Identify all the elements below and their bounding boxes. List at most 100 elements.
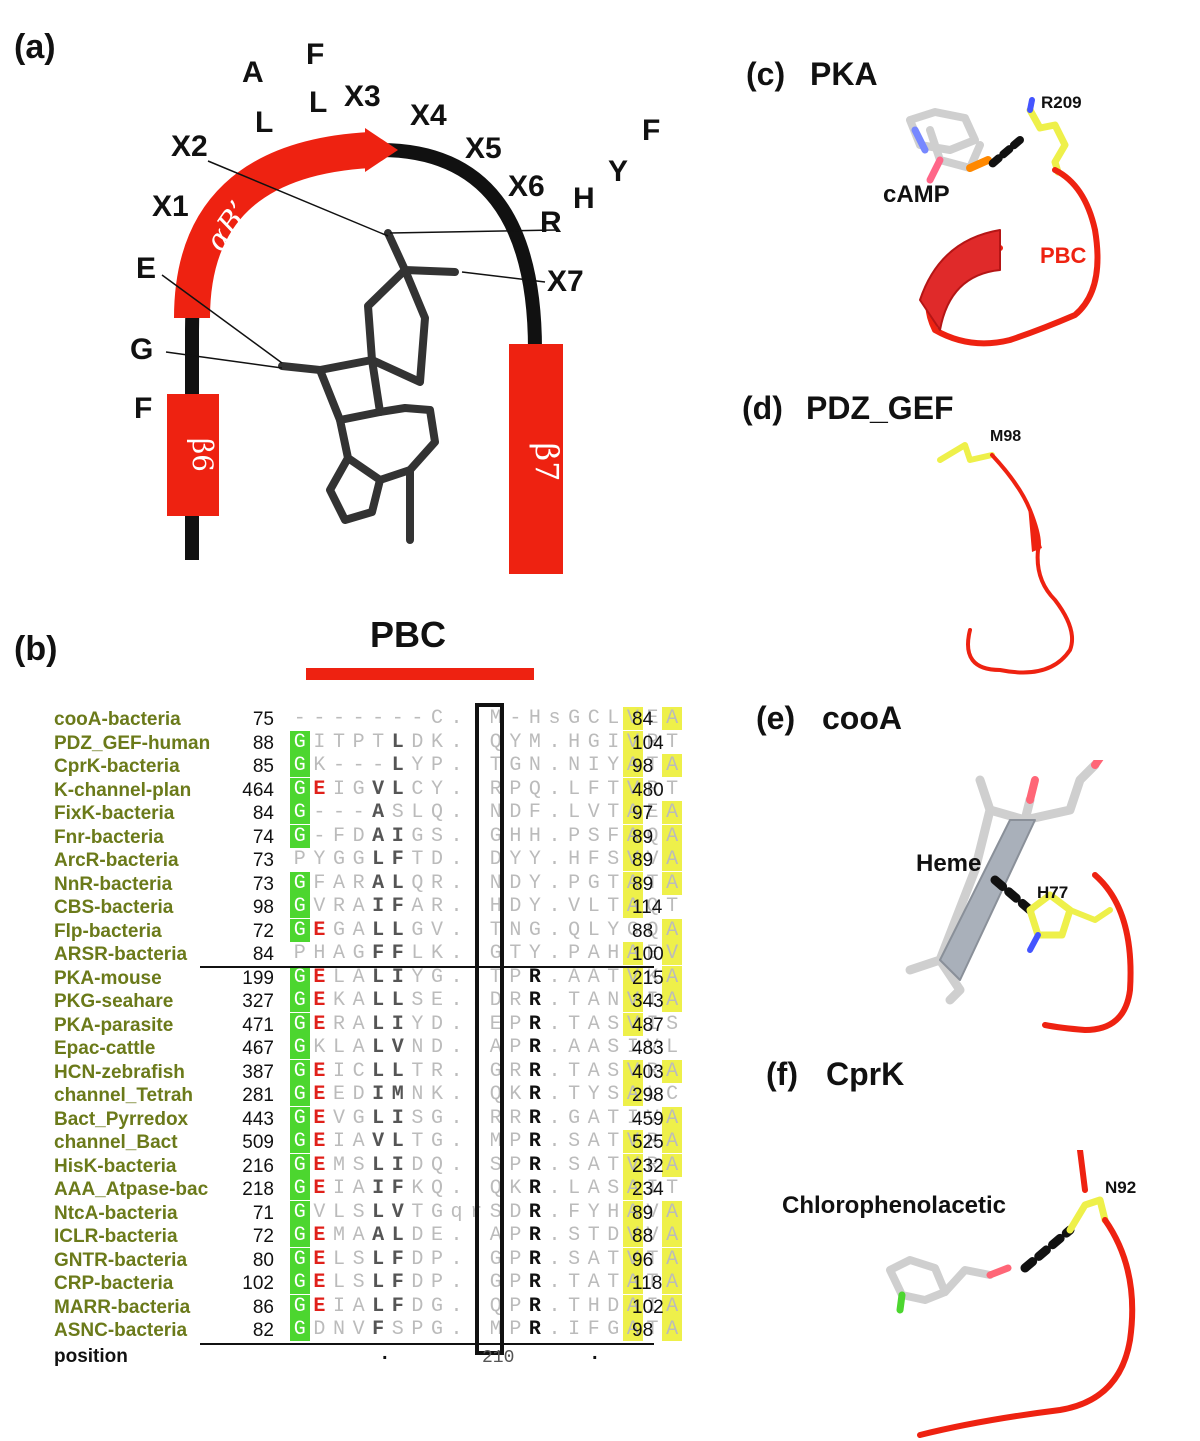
sequence-start: 88 — [252, 732, 274, 754]
residue: . — [450, 1247, 463, 1271]
residue: E — [430, 989, 443, 1012]
residue: G — [290, 1083, 310, 1106]
residue: T — [568, 1083, 581, 1106]
residue: R — [528, 1294, 541, 1318]
arc-label-A: A — [242, 56, 264, 89]
residue: Q — [489, 1294, 502, 1318]
residue: S — [568, 1153, 581, 1177]
residue: S — [607, 848, 620, 871]
residue: F — [391, 1271, 404, 1294]
residue: G — [290, 1247, 310, 1271]
residue: Q — [489, 730, 502, 754]
sequence-name: PKA-parasite — [54, 1014, 174, 1036]
residue: A — [623, 871, 643, 895]
residue: - — [352, 707, 365, 730]
sequence-name: NtcA-bacteria — [54, 1202, 178, 1224]
residue: . — [450, 1224, 463, 1247]
residue: P — [430, 754, 443, 777]
residue: . — [548, 777, 561, 801]
residue: A — [587, 1012, 600, 1036]
residue: D — [352, 824, 365, 848]
residue: A — [587, 1036, 600, 1059]
arc-label-X2: X2 — [171, 130, 208, 163]
residue: A — [623, 824, 643, 848]
sequence-name: cooA-bacteria — [54, 709, 181, 730]
residue: T — [411, 1059, 424, 1083]
residue: S — [587, 824, 600, 848]
sequence-start: 199 — [242, 967, 274, 989]
residue: G — [352, 1106, 365, 1130]
residue: K — [509, 1083, 522, 1106]
residue: A — [568, 965, 581, 989]
residue: M — [332, 1153, 345, 1177]
cooa-structure — [905, 760, 1134, 1033]
residue: P — [509, 1153, 522, 1177]
residue: S — [411, 989, 424, 1012]
panel-e-letter: (e) — [756, 700, 796, 736]
residue: E — [313, 1083, 326, 1106]
sequence-end: 89 — [632, 850, 654, 871]
residue: H — [587, 1294, 600, 1318]
residue: L — [332, 965, 345, 989]
residue: R — [528, 1224, 541, 1247]
residue: G — [290, 1153, 310, 1177]
residue: A — [489, 1036, 502, 1059]
residue: H — [509, 824, 522, 848]
sequence-start: 71 — [252, 1202, 274, 1224]
residue: G — [290, 777, 310, 801]
residue: I — [332, 1059, 345, 1083]
residue: A — [489, 1224, 502, 1247]
residue: L — [372, 989, 385, 1012]
residue: A — [623, 1271, 643, 1294]
residue: T — [332, 730, 345, 754]
residue: A — [662, 1271, 682, 1294]
sequence-name: ASNC-bacteria — [54, 1320, 188, 1341]
residue: C — [430, 707, 443, 730]
residue: K — [430, 942, 443, 965]
residue: G — [489, 1247, 502, 1271]
residue: G — [290, 871, 310, 895]
residue: G — [607, 1318, 620, 1341]
residue: F — [332, 824, 345, 848]
residue: F — [372, 1318, 385, 1341]
pdz-gef-structure — [937, 442, 1075, 675]
bottom-divider — [200, 1343, 654, 1345]
residue: Y — [607, 918, 620, 942]
sequence-end: 118 — [632, 1273, 663, 1294]
residue: . — [450, 895, 463, 918]
sequence-name: channel_Tetrah — [54, 1085, 194, 1106]
sequence-end: 89 — [632, 873, 654, 895]
sequence-name: CBS-bacteria — [54, 897, 174, 918]
residue: V — [623, 1247, 643, 1271]
residue: - — [411, 707, 424, 730]
residue: P — [352, 730, 365, 754]
sequence-start: 84 — [252, 944, 274, 965]
residue: G — [430, 1294, 443, 1318]
residue: V — [623, 1012, 643, 1036]
residue: R — [528, 1036, 541, 1059]
residue: P — [411, 1318, 424, 1341]
residue: E — [313, 777, 326, 801]
residue: N — [528, 754, 541, 777]
residue: S — [607, 1083, 620, 1106]
residue: G — [290, 754, 310, 777]
sequence-start: 86 — [252, 1296, 274, 1318]
residue: I — [391, 824, 404, 848]
residue: N — [607, 989, 620, 1012]
residue: R — [528, 1012, 541, 1036]
residue: R — [528, 965, 541, 989]
residue: R — [528, 989, 541, 1012]
residue: L — [372, 1059, 385, 1083]
residue: D — [509, 1200, 522, 1224]
residue: T — [489, 965, 502, 989]
residue: D — [411, 1247, 424, 1271]
residue: T — [607, 801, 620, 824]
residue: P — [430, 1247, 443, 1271]
residue: G — [290, 1224, 310, 1247]
residue: . — [548, 1318, 561, 1341]
